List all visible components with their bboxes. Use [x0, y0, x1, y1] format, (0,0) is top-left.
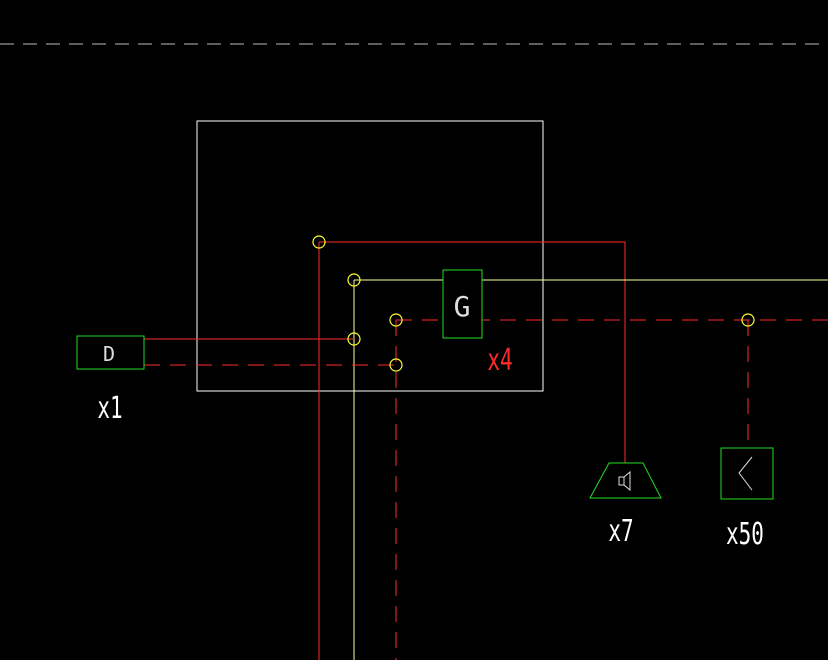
speaker-icon [618, 470, 631, 492]
junction-node [389, 313, 403, 327]
flash-module-count-label: x50 [726, 517, 764, 552]
enclosure-frame [196, 120, 544, 392]
junction-node [741, 313, 755, 327]
junction-node [347, 273, 361, 287]
junction-node [389, 358, 403, 372]
detector-glyph: D [103, 342, 115, 366]
generator-symbol-box [442, 269, 483, 339]
zigzag-icon [738, 456, 753, 491]
speaker-symbol [589, 462, 662, 499]
junction-node [312, 235, 326, 249]
generator-glyph: G [454, 290, 471, 323]
junction-node [347, 332, 361, 346]
flash-module-symbol [720, 447, 774, 500]
red-wire-speaker [319, 241, 626, 463]
detector-symbol-box [76, 335, 145, 370]
speaker-count-label: x7 [608, 514, 633, 549]
generator-count-label: x4 [487, 343, 512, 378]
detector-count-label: x1 [97, 391, 122, 426]
